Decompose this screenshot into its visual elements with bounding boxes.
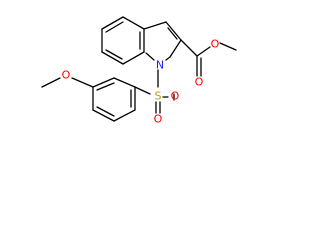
bond bbox=[196, 46, 211, 57]
bond bbox=[180, 39, 198, 57]
atom-labels: N S O O O O O bbox=[62, 38, 220, 126]
bond bbox=[105, 21, 124, 33]
bond bbox=[92, 77, 115, 88]
atom-label-o-ester: O bbox=[211, 38, 220, 51]
bond bbox=[101, 16, 124, 30]
atom-label-o-methoxy: O bbox=[62, 69, 71, 82]
atom-label-o-s2: O bbox=[154, 113, 163, 126]
structural-formula: N S O O O O O bbox=[41, 16, 237, 126]
bond bbox=[113, 77, 136, 88]
atom-label-s1: S bbox=[155, 90, 162, 103]
bond bbox=[165, 56, 171, 61]
bond bbox=[134, 86, 151, 95]
bond bbox=[92, 109, 115, 122]
bond bbox=[167, 27, 178, 40]
bond bbox=[113, 109, 136, 122]
atom-label-o-ester-carbonyl: O bbox=[195, 76, 204, 89]
bond bbox=[145, 52, 155, 61]
bond bbox=[71, 77, 94, 88]
bond bbox=[169, 39, 182, 58]
bond bbox=[143, 21, 167, 30]
bond bbox=[219, 42, 237, 51]
bond bbox=[101, 51, 124, 65]
bond bbox=[122, 16, 145, 30]
bond bbox=[105, 49, 123, 60]
atom-label-o-s1: O bbox=[171, 90, 180, 103]
bond bbox=[122, 51, 145, 65]
atom-label-n1: N bbox=[156, 59, 164, 72]
bond bbox=[165, 21, 182, 41]
bonds bbox=[41, 16, 237, 122]
bond bbox=[96, 106, 115, 117]
bond bbox=[41, 77, 61, 88]
bond bbox=[96, 82, 115, 91]
